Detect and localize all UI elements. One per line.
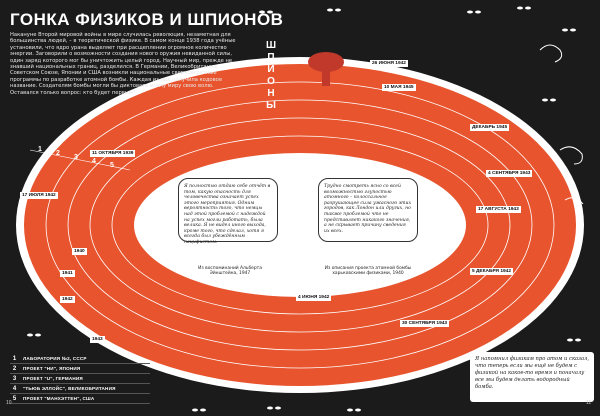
lane-line — [45, 81, 555, 369]
legend-number: 2 — [12, 365, 17, 372]
legend-number: 1 — [12, 355, 17, 362]
handwritten-note: Я напомнил физикам про атом и сказал, чт… — [470, 352, 594, 402]
page-title: ГОНКА ФИЗИКОВ И ШПИОНОВ — [10, 10, 284, 29]
legend-number: 4 — [12, 385, 17, 392]
page-number-left: 10 — [6, 400, 12, 406]
start-line — [29, 149, 131, 171]
date-label: 1942 — [60, 296, 75, 303]
vertical-letter: О — [267, 76, 275, 87]
date-label: 17 ИЮЛЯ 1942 — [20, 192, 58, 199]
lane-number: 1 — [38, 146, 42, 153]
legend-label: ЛАБОРАТОРИЯ №2, СССР — [23, 356, 87, 361]
legend: 1 ЛАБОРАТОРИЯ №2, СССР 2 ПРОЕКТ "НИ", ЯП… — [10, 354, 150, 404]
legend-row: 4 "ТЬЮБ ЭЛЛОЙС", ВЕЛИКОБРИТАНИЯ — [10, 384, 150, 394]
date-label: 1943 — [90, 336, 105, 343]
date-label: 1941 — [60, 270, 75, 277]
date-label: 11 ОКТЯБРЯ 1939 — [90, 150, 136, 157]
quote-left: Я полностью отдаю себе отчёт в том, каку… — [178, 178, 278, 245]
date-label: 4 ИЮНЯ 1942 — [296, 294, 332, 301]
legend-row: 1 ЛАБОРАТОРИЯ №2, СССР — [10, 354, 150, 364]
date-label: 10 МАЯ 1945 — [382, 84, 416, 91]
vertical-letter: П — [267, 52, 275, 63]
lane-number: 5 — [110, 162, 114, 169]
date-label: 17 АВГУСТА 1943 — [476, 206, 521, 213]
date-label: 4 СЕНТЯБРЯ 1943 — [486, 170, 533, 177]
legend-row: 2 ПРОЕКТ "НИ", ЯПОНИЯ — [10, 364, 150, 374]
date-label: 5 ДЕКАБРЯ 1942 — [470, 268, 513, 275]
date-label: ДЕКАБРЬ 1945 — [470, 124, 510, 131]
lane-number: 3 — [74, 154, 78, 161]
mushroom-cloud-icon — [308, 52, 344, 86]
quote-left-source: Из воспоминаний Альберта Эйнштейна, 1947 — [198, 266, 262, 277]
legend-number: 5 — [12, 395, 17, 402]
vertical-letter: Ш — [265, 40, 277, 51]
legend-row: 3 ПРОЕКТ "U", ГЕРМАНИЯ — [10, 374, 150, 384]
legend-label: ПРОЕКТ "НИ", ЯПОНИЯ — [23, 366, 81, 371]
quote-right-source: Из описания проекта атомной бомбы харько… — [324, 266, 412, 277]
lane-line — [111, 135, 489, 315]
vertical-word: Ш П И О Н Ы — [264, 40, 278, 112]
date-label: 26 ИЮНЯ 1942 — [370, 60, 408, 67]
vertical-letter: И — [267, 64, 275, 75]
vertical-letter: Ы — [266, 100, 276, 111]
lane-line — [67, 99, 533, 351]
lane-number: 4 — [92, 158, 96, 165]
legend-label: "ТЬЮБ ЭЛЛОЙС", ВЕЛИКОБРИТАНИЯ — [23, 386, 116, 391]
date-label: 1940 — [72, 248, 87, 255]
legend-number: 3 — [12, 375, 17, 382]
legend-label: ПРОЕКТ "МАНХЭТТЕН", США — [23, 396, 95, 401]
hands-icon — [539, 44, 584, 205]
lane-line — [89, 117, 511, 333]
lane-number: 2 — [56, 150, 60, 157]
legend-row: 5 ПРОЕКТ "МАНХЭТТЕН", США — [10, 394, 150, 404]
page-number-right: 11 — [586, 400, 592, 406]
quote-left-text: Я полностью отдаю себе отчёт в том, каку… — [184, 184, 271, 245]
vertical-letter: Н — [267, 88, 275, 99]
quote-right-text: Трудно смотреть ясно со всей возможность… — [324, 184, 412, 234]
eyes-decoration — [27, 6, 581, 412]
quote-right: Трудно смотреть ясно со всей возможность… — [318, 178, 418, 242]
date-label: 30 СЕНТЯБРЯ 1943 — [400, 320, 450, 327]
legend-label: ПРОЕКТ "U", ГЕРМАНИЯ — [23, 376, 83, 381]
intro-text: Накануне Второй мировой войны в мире слу… — [10, 32, 236, 96]
